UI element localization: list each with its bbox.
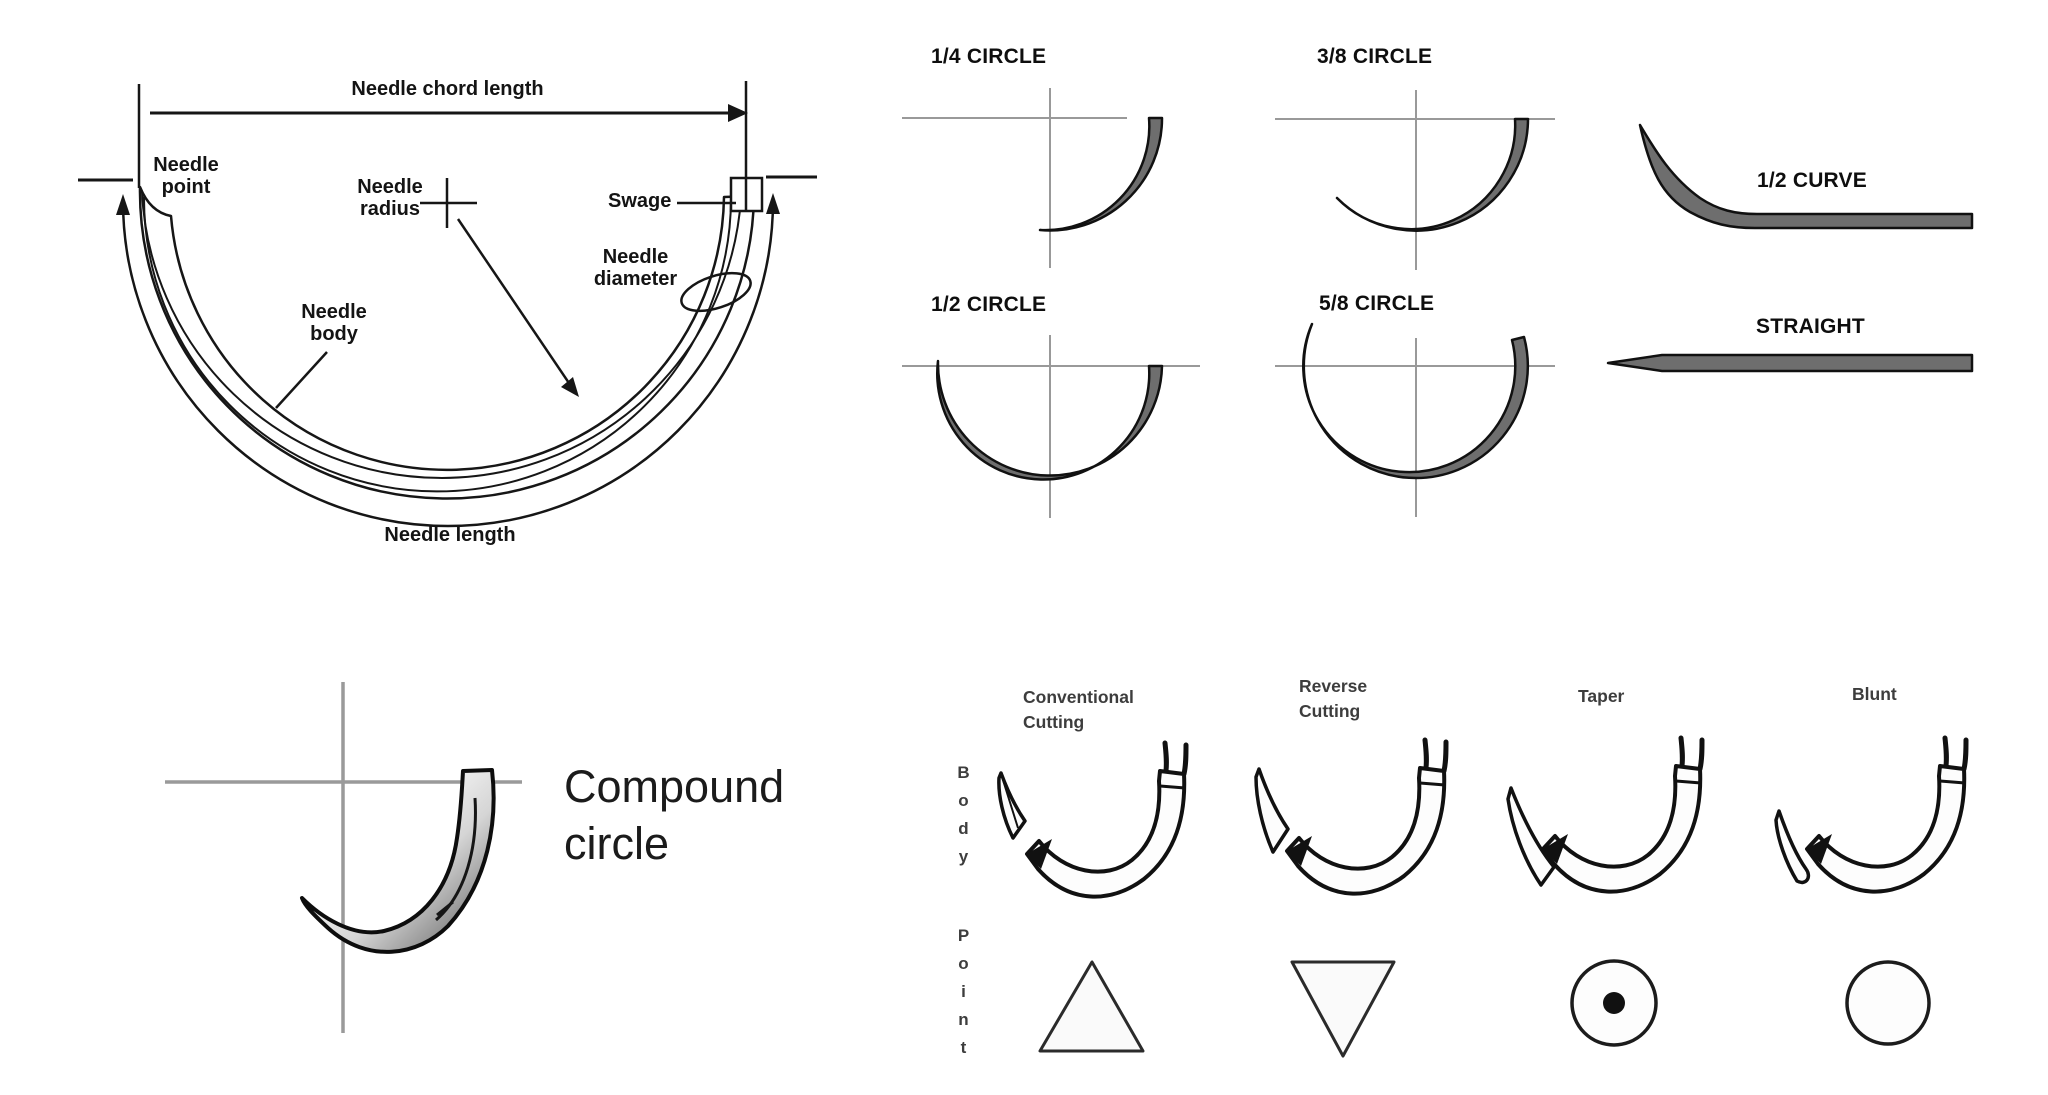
circle-dot-center (1603, 992, 1625, 1014)
compound-needle-dash (436, 900, 454, 917)
circle-icon (1845, 960, 1931, 1046)
label-straight: STRAIGHT (1756, 315, 1865, 338)
label-three-eighths-circle: 3/8 CIRCLE (1317, 45, 1433, 68)
curvature-needles (936, 116, 1974, 481)
compound-circle-diagram (165, 682, 522, 1033)
half-circle-needle (936, 359, 1164, 481)
taper-body (1543, 738, 1702, 892)
radius-arrowhead (561, 377, 579, 397)
three-eighths-circle-needle (1335, 117, 1530, 232)
label-needle-point: Needle point (153, 154, 219, 198)
label-needle-length: Needle length (384, 524, 516, 546)
label-swage: Swage (608, 190, 672, 212)
label-needle-diameter: Needle diameter (593, 246, 678, 290)
compound-needle-shade (435, 797, 477, 922)
label-five-eighths-circle: 5/8 CIRCLE (1319, 292, 1435, 315)
label-body-row: Body (954, 763, 973, 875)
label-blunt: Blunt (1852, 684, 1897, 704)
needle-type-bodies (1027, 738, 1966, 897)
label-conventional-cutting: Conventional Cutting (1023, 687, 1134, 732)
label-half-curve: 1/2 CURVE (1757, 169, 1867, 192)
straight-needle (1606, 353, 1974, 373)
five-eighths-circle-needle (1302, 322, 1530, 480)
point-cross-sections (1038, 959, 1931, 1058)
chord-arrowhead (728, 104, 748, 122)
body-connector (275, 351, 328, 409)
length-arrowhead-right (766, 193, 780, 214)
conventional-cutting-body (1027, 743, 1186, 897)
needle-mid-line-2 (142, 196, 732, 493)
blunt-body (1807, 738, 1966, 892)
diameter-ellipse (680, 271, 752, 313)
conventional-tip-facet-line (1002, 779, 1019, 829)
quarter-circle-needle (1038, 116, 1164, 232)
label-compound-circle: Compound circle (564, 761, 785, 869)
triangle-down-icon (1290, 960, 1396, 1058)
reverse-tip-fragment (1254, 767, 1290, 854)
compound-circle-needle (300, 768, 496, 954)
taper-tip-fragment (1506, 786, 1556, 887)
label-needle-chord-length: Needle chord length (351, 78, 544, 100)
needle-outline (138, 185, 756, 500)
needle-type-tips (997, 767, 1811, 887)
label-quarter-circle: 1/4 CIRCLE (931, 45, 1047, 68)
needle-anatomy-diagram (78, 81, 817, 528)
label-point-row: Point (954, 926, 973, 1066)
needle-mid-line-1 (141, 191, 742, 479)
blunt-tip-fragment (1774, 809, 1811, 885)
length-arrowhead-left (116, 194, 130, 215)
half-curve-needle (1638, 123, 1974, 230)
triangle-up-icon (1038, 960, 1145, 1053)
radius-arrow-line (456, 218, 575, 390)
needle-length-arc (121, 200, 775, 528)
label-taper: Taper (1578, 686, 1625, 706)
label-half-circle: 1/2 CIRCLE (931, 293, 1047, 316)
label-needle-body: Needle body (301, 301, 367, 345)
reverse-cutting-body (1287, 740, 1446, 894)
label-needle-radius: Needle radius (357, 176, 423, 220)
label-reverse-cutting: Reverse Cutting (1299, 676, 1368, 721)
